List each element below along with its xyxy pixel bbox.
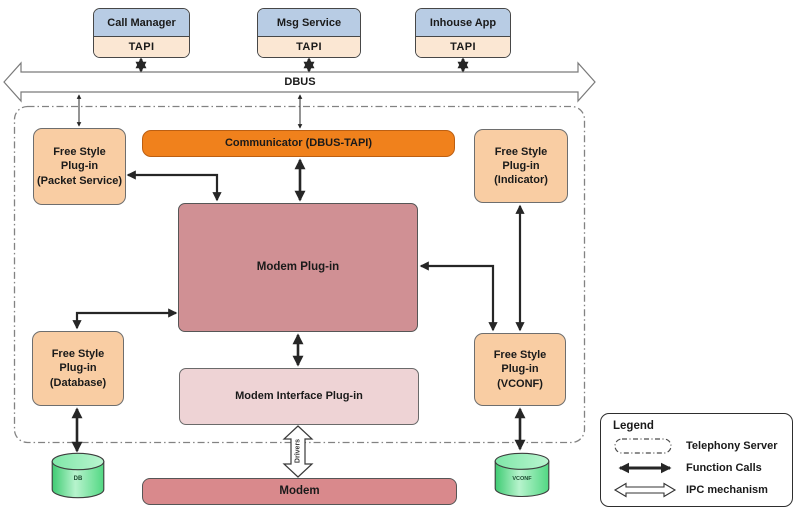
outline-double-arrow-icon (613, 482, 677, 498)
solid-double-arrow-icon (618, 462, 672, 474)
arrow-modem-plugin-vconf (419, 261, 498, 332)
db-cylinder-shape (51, 452, 105, 499)
legend-row-function-calls: Function Calls (613, 457, 782, 479)
plugin-database-node: Free Style Plug-in (Database) (32, 331, 124, 406)
modem-interface-plugin-node: Modem Interface Plug-in (179, 368, 419, 425)
vconf-cylinder-label: VCONF (512, 475, 532, 482)
app-box-call-manager: Call Manager TAPI (93, 8, 190, 58)
legend-label: IPC mechanism (686, 484, 768, 496)
legend-title: Legend (613, 420, 654, 432)
app-title: Call Manager (94, 9, 189, 37)
vconf-cylinder-shape (494, 452, 550, 498)
dbus-label: DBUS (284, 76, 316, 88)
drivers-label: Drivers (294, 438, 302, 464)
dashed-boundary-icon (614, 438, 672, 454)
legend-box: Legend Telephony Server Function Calls (600, 413, 793, 507)
legend-label: Telephony Server (686, 440, 778, 452)
arrow-packet-modem-plugin (126, 170, 222, 202)
modem-plugin-node: Modem Plug-in (178, 203, 418, 332)
plugin-packet-service-node: Free Style Plug-in (Packet Service) (33, 128, 126, 205)
app-box-msg-service: Msg Service TAPI (257, 8, 361, 58)
tapi-layer: TAPI (94, 37, 189, 57)
db-cylinder-label: DB (73, 476, 83, 482)
communicator-node: Communicator (DBUS-TAPI) (142, 130, 455, 157)
legend-label: Function Calls (686, 462, 762, 474)
arrow-database-modem-plugin (72, 308, 178, 330)
legend-row-telephony-server: Telephony Server (613, 435, 782, 457)
db-cylinder: DB (51, 452, 105, 499)
modem-node: Modem (142, 478, 457, 505)
app-title: Inhouse App (416, 9, 510, 37)
app-title: Msg Service (258, 9, 360, 37)
tapi-layer: TAPI (416, 37, 510, 57)
legend-row-ipc-mechanism: IPC mechanism (613, 479, 782, 501)
plugin-vconf-node: Free Style Plug-in (VCONF) (474, 333, 566, 406)
vconf-cylinder: VCONF (494, 452, 550, 498)
tapi-layer: TAPI (258, 37, 360, 57)
plugin-indicator-node: Free Style Plug-in (Indicator) (474, 129, 568, 203)
app-box-inhouse-app: Inhouse App TAPI (415, 8, 511, 58)
